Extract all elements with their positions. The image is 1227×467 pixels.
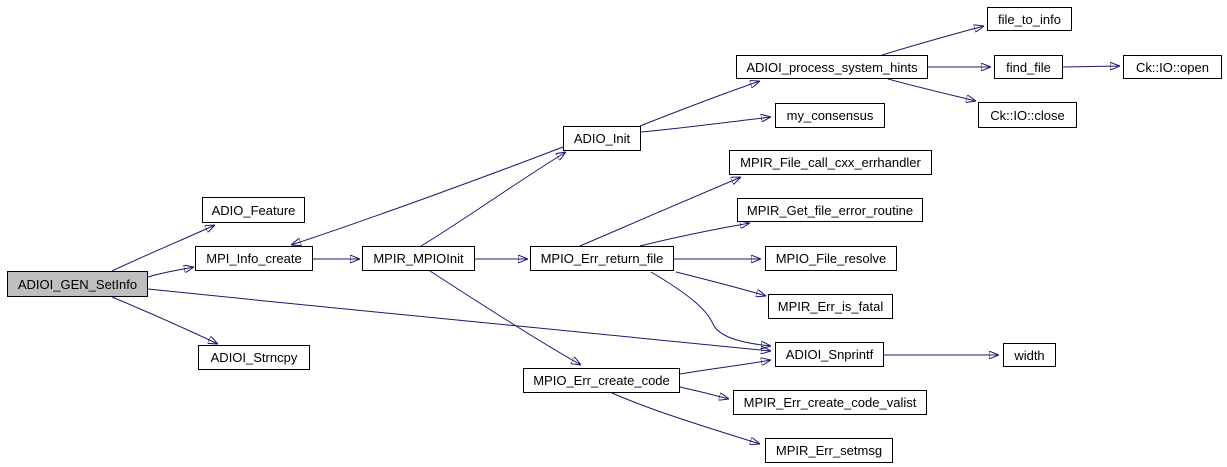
edge-adioi-gen-setinfo-adio-feature	[111, 225, 215, 272]
node-adioi-strncpy[interactable]: ADIOI_Strncpy	[198, 345, 310, 370]
node-adioi-process-system-hints[interactable]: ADIOI_process_system_hints	[736, 55, 928, 79]
edge-adioi-gen-setinfo-adioi-strncpy	[111, 296, 218, 344]
node-mpio-err-create-code[interactable]: MPIO_Err_create_code	[523, 368, 680, 393]
edge-mpir-mpioinit-mpio-err-create-code	[429, 270, 581, 365]
node-mpir-err-create-code-valist[interactable]: MPIR_Err_create_code_valist	[733, 390, 927, 415]
edge-mpio-err-return-file-mpir-err-is-fatal	[675, 271, 766, 296]
node-file-to-info[interactable]: file_to_info	[987, 7, 1072, 31]
edge-mpio-err-return-file-adioi-snprintf	[650, 271, 771, 346]
node-mpi-info-create[interactable]: MPI_Info_create	[195, 246, 313, 271]
node-adioi-gen-setinfo[interactable]: ADIOI_GEN_SetInfo	[7, 271, 148, 297]
edge-mpio-err-create-code-mpir-err-setmsg	[611, 392, 760, 444]
node-width[interactable]: width	[1003, 343, 1056, 367]
node-mpir-err-setmsg[interactable]: MPIR_Err_setmsg	[765, 438, 893, 463]
edge-mpio-err-create-code-adioi-snprintf	[679, 360, 771, 375]
node-find-file[interactable]: find_file	[994, 55, 1063, 79]
node-adioi-snprintf[interactable]: ADIOI_Snprintf	[775, 342, 884, 367]
node-adio-feature[interactable]: ADIO_Feature	[202, 197, 305, 223]
node-ck-io-close[interactable]: Ck::IO::close	[978, 102, 1077, 128]
edge-mpio-err-return-file-mpir-file-call-cxx-errhandler	[579, 177, 741, 247]
node-mpio-file-resolve[interactable]: MPIO_File_resolve	[765, 246, 897, 271]
node-mpir-mpioinit[interactable]: MPIR_MPIOInit	[362, 246, 475, 271]
node-mpio-err-return-file[interactable]: MPIO_Err_return_file	[530, 246, 674, 271]
edge-adioi-gen-setinfo-mpi-info-create	[147, 267, 194, 278]
edge-adioi-process-system-hints-ck-io-close	[887, 78, 976, 101]
edge-adio-init-adioi-process-system-hints	[639, 81, 760, 127]
edge-find-file-ck-io-open	[1062, 66, 1120, 67]
edge-adioi-gen-setinfo-adioi-snprintf	[147, 288, 771, 351]
node-my-consensus[interactable]: my_consensus	[775, 103, 885, 128]
node-mpir-get-file-error-routine[interactable]: MPIR_Get_file_error_routine	[737, 198, 923, 222]
edge-mpio-err-return-file-mpir-get-file-error-routine	[639, 223, 750, 247]
edge-adio-init-my-consensus	[640, 117, 771, 133]
edge-adioi-process-system-hints-file-to-info	[881, 26, 984, 56]
node-mpir-err-is-fatal[interactable]: MPIR_Err_is_fatal	[768, 294, 893, 319]
edge-mpir-mpioinit-adio-init	[420, 152, 566, 247]
node-mpir-file-call-cxx-errhandler[interactable]: MPIR_File_call_cxx_errhandler	[729, 150, 932, 175]
node-ck-io-open[interactable]: Ck::IO::open	[1123, 55, 1222, 79]
edge-adio-init-mpi-info-create	[291, 146, 564, 245]
edge-mpio-err-create-code-mpir-err-create-code-valist	[679, 386, 729, 399]
node-adio-init[interactable]: ADIO_Init	[563, 126, 641, 151]
